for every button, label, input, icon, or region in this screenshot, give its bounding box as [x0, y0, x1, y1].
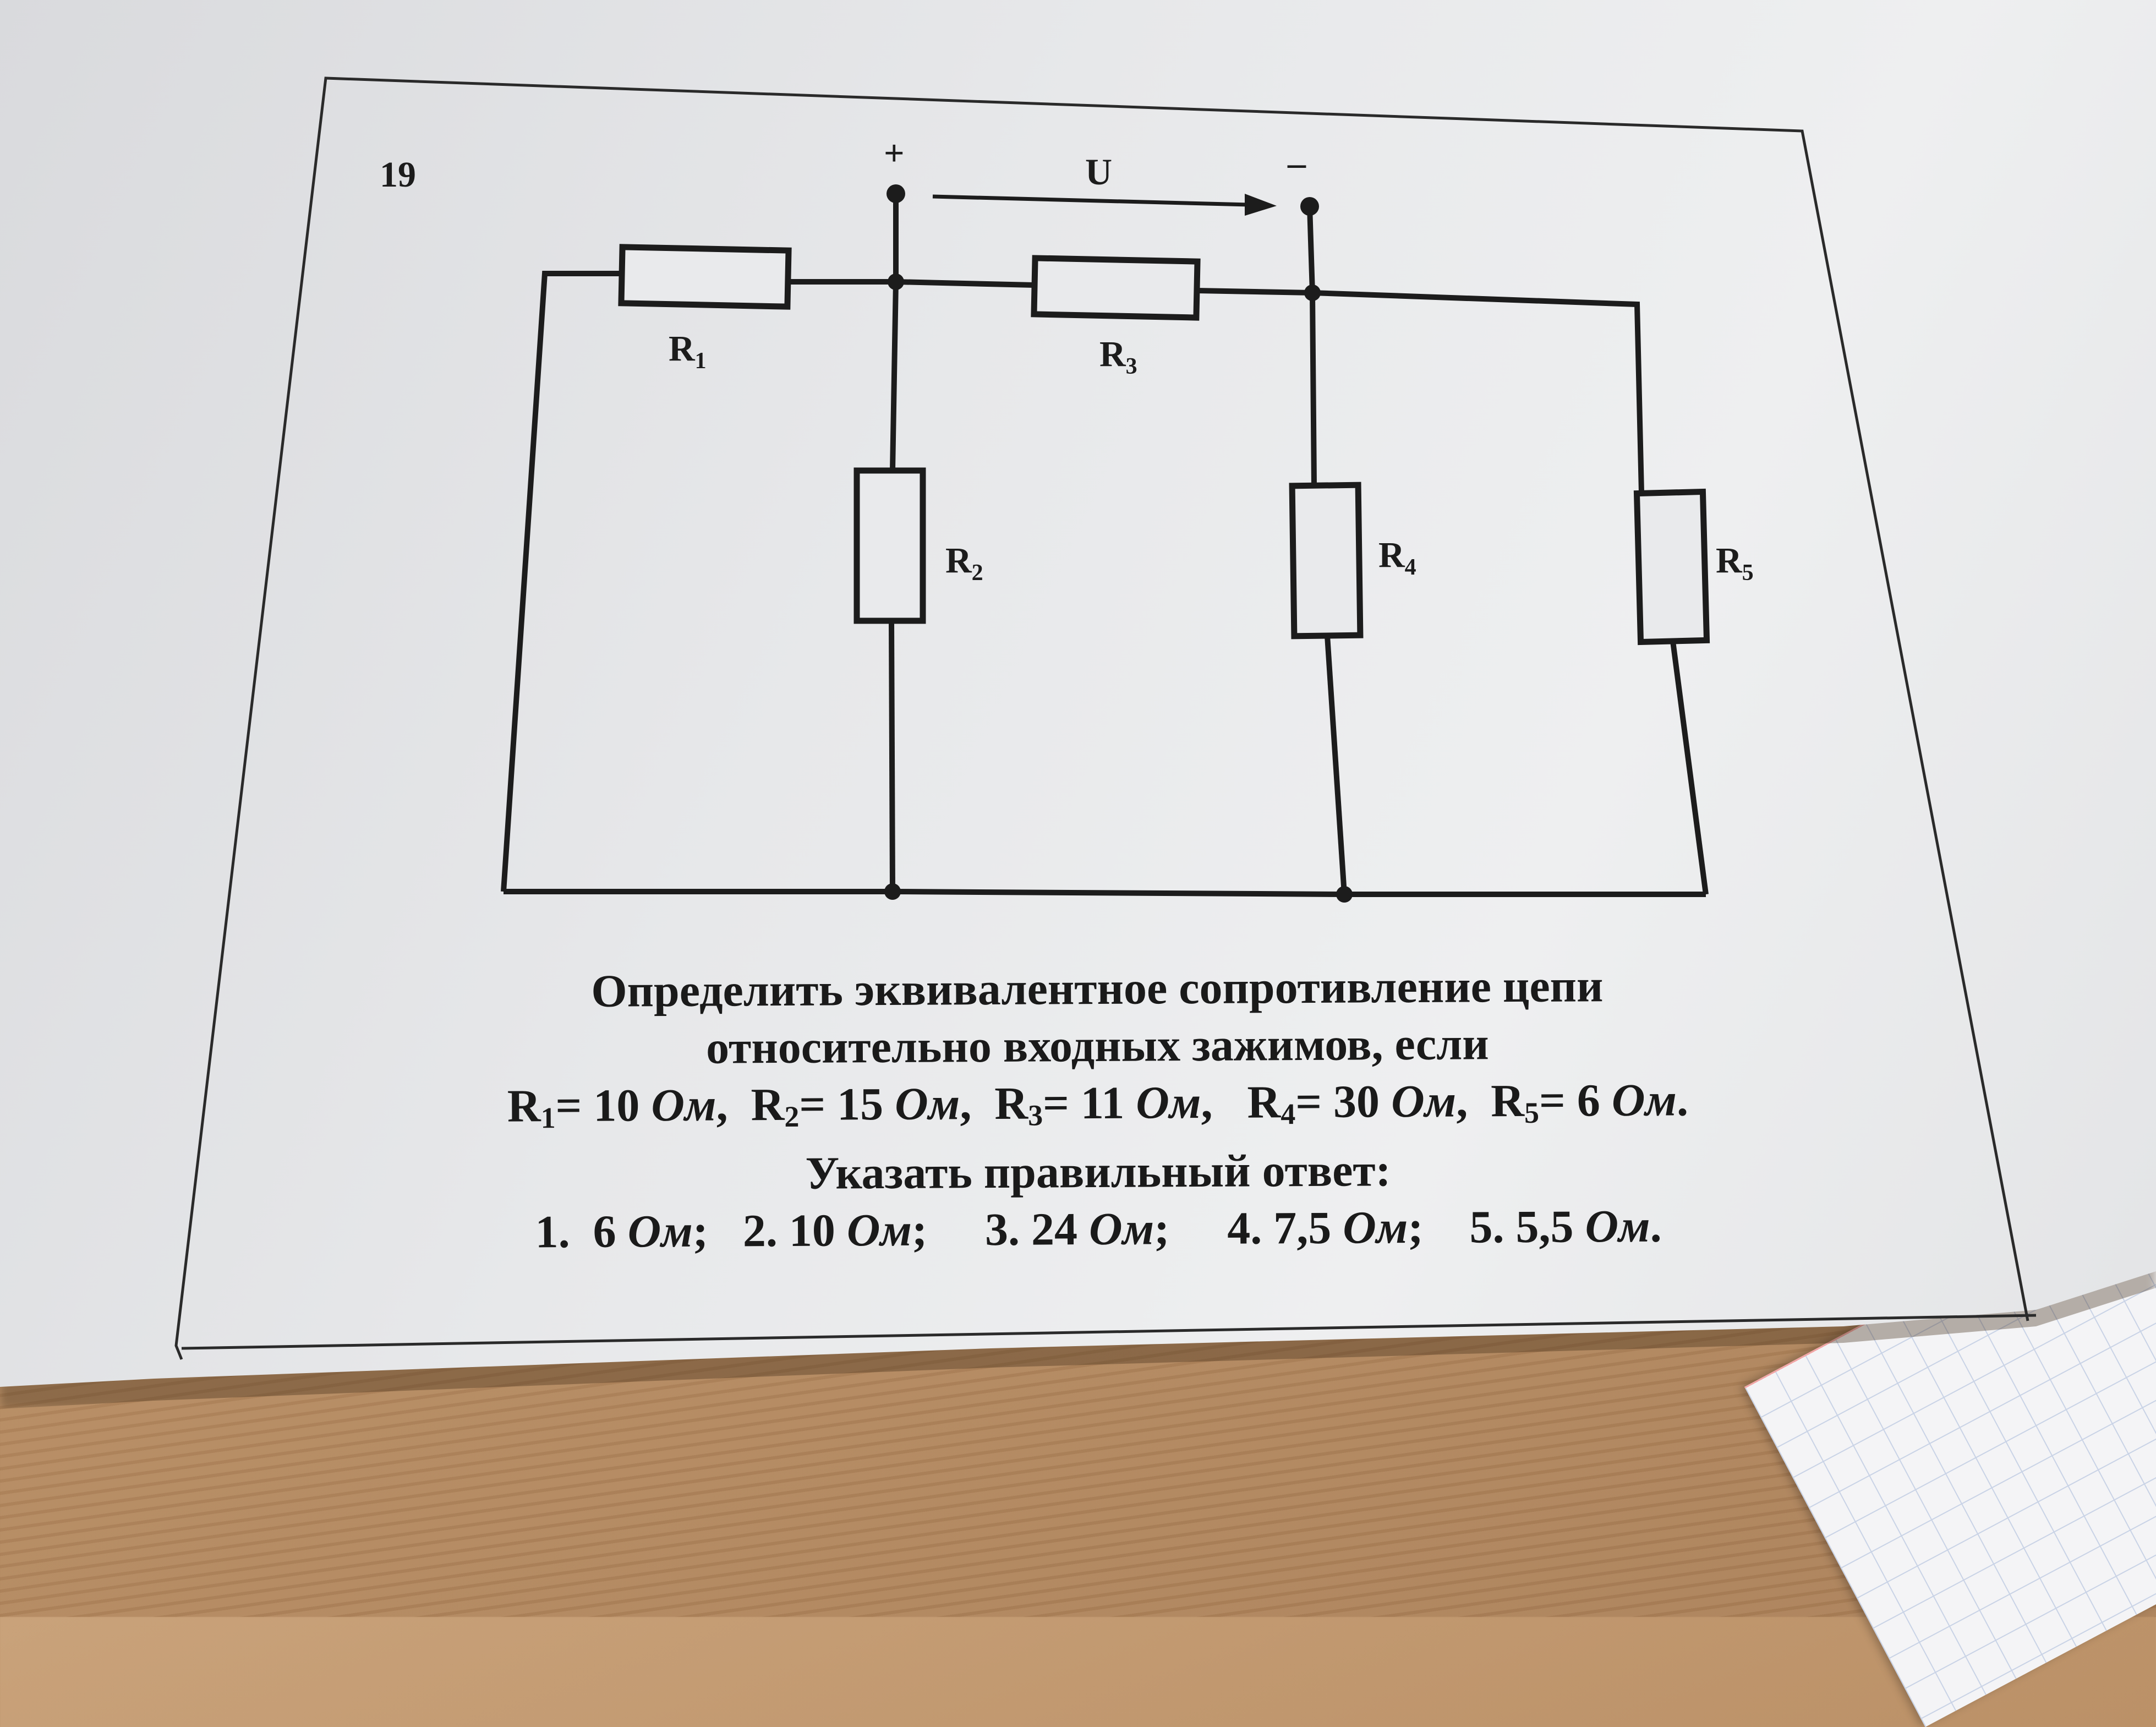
- label-r5: R5: [1716, 540, 1754, 586]
- wire-top-left: [501, 271, 622, 892]
- value-r5: R5= 6 Ом.: [1491, 1074, 1689, 1129]
- wire-node-a-to-r3: [895, 279, 1035, 288]
- node-bottom-right: [1336, 886, 1353, 903]
- frame-bottom: [181, 1314, 2037, 1350]
- resistor-r2: [853, 467, 926, 624]
- statement-line-4: Указать правильный ответ:: [805, 1145, 1391, 1199]
- voltage-label: U: [1085, 151, 1112, 193]
- voltage-arrow-shaft: [932, 194, 1250, 207]
- node-a: [888, 274, 904, 290]
- resistor-r4: [1289, 482, 1364, 640]
- statement-line-2: относительно входных зажимов, если: [705, 1018, 1489, 1074]
- frame-border: [174, 76, 2029, 1360]
- answer-options: 1. 6 Ом; 2. 10 Ом; 3. 24 Ом; 4. 7,5 Ом; …: [386, 1197, 1812, 1262]
- value-r3: R3= 11 Ом,: [994, 1076, 1236, 1132]
- resistor-r3: [1031, 255, 1201, 321]
- label-r4: R4: [1378, 535, 1416, 580]
- value-r1: R1= 10 Ом,: [507, 1079, 740, 1135]
- svg-text:R3: R3: [1099, 334, 1137, 379]
- wire-minus-terminal: [1307, 206, 1315, 293]
- label-r3: R3: [1099, 334, 1137, 379]
- label-r2: R2: [945, 540, 983, 586]
- terminal-plus: [887, 184, 905, 203]
- svg-text:R5: R5: [1716, 540, 1754, 586]
- value-r2: R2= 15 Ом,: [751, 1078, 983, 1133]
- wire-r2-to-bottom: [889, 620, 895, 892]
- svg-text:R2: R2: [945, 540, 983, 586]
- circuit-diagram: + – U R1 R3 R2 R4 R5: [174, 76, 2037, 1360]
- terminal-minus: [1300, 197, 1319, 216]
- answer-5: 5. 5,5 Ом.: [1469, 1200, 1662, 1253]
- svg-text:R1: R1: [669, 329, 707, 374]
- answer-3: 3. 24 Ом;: [984, 1203, 1216, 1256]
- wire-top-right: [1312, 290, 1644, 493]
- label-r1: R1: [669, 329, 707, 374]
- answer-1: 1. 6 Ом;: [535, 1205, 732, 1258]
- wire-r4-to-bottom: [1325, 635, 1347, 895]
- statement-line-1: Определить эквивалентное сопротивление ц…: [591, 960, 1604, 1017]
- resistor-r1: [618, 244, 792, 310]
- problem-number: 19: [380, 155, 416, 195]
- problem-statement: Определить эквивалентное сопротивление ц…: [385, 957, 1812, 1262]
- svg-text:R4: R4: [1378, 535, 1416, 580]
- value-r4: R4= 30 Ом,: [1247, 1075, 1480, 1131]
- node-b: [1304, 285, 1321, 301]
- plus-sign: +: [884, 133, 905, 173]
- paper-sheet: [0, 0, 2156, 1387]
- wire-r3-to-node-b: [1196, 288, 1313, 296]
- resistance-values: R1= 10 Ом, R2= 15 Ом, R3= 11 Ом, R4= 30 …: [385, 1071, 1811, 1147]
- minus-sign: –: [1287, 143, 1306, 183]
- answer-2: 2. 10 Ом;: [742, 1204, 974, 1257]
- wire-r5-to-bottom: [1670, 641, 1709, 895]
- wire-bottom: [504, 889, 1706, 897]
- wire-b-to-r4: [1310, 292, 1317, 486]
- resistor-r5: [1633, 488, 1710, 646]
- answer-4: 4. 7,5 Ом;: [1227, 1201, 1458, 1254]
- wire-a-to-r2: [890, 281, 899, 471]
- voltage-arrow-head: [1245, 194, 1277, 216]
- node-bottom-left: [884, 883, 901, 900]
